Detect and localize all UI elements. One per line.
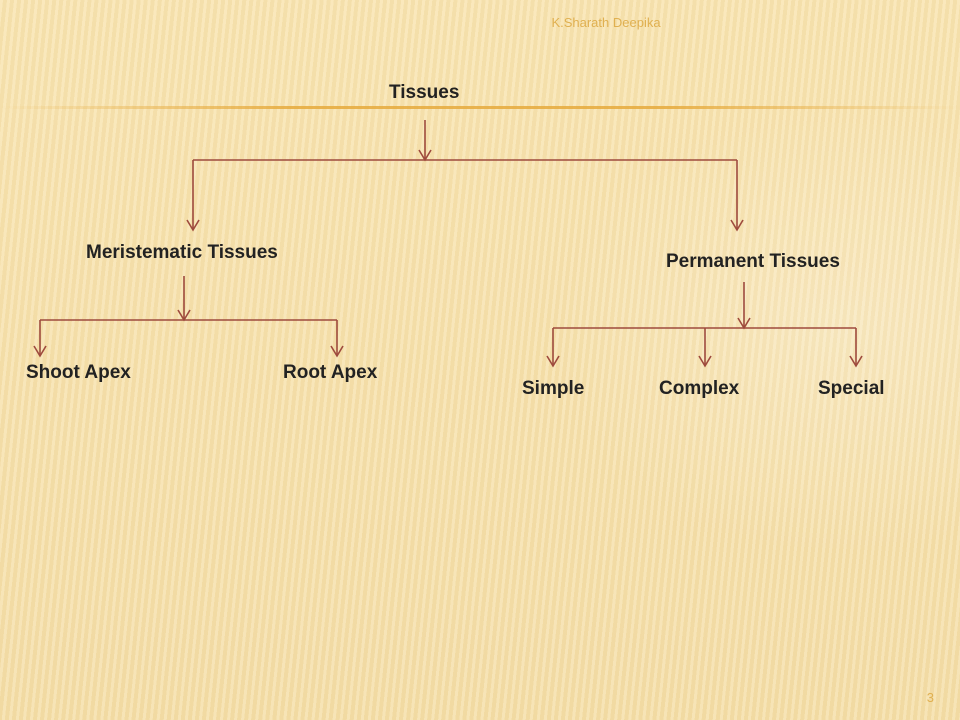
node-shoot-apex: Shoot Apex: [26, 362, 131, 383]
page-number: 3: [926, 690, 934, 705]
node-complex: Complex: [659, 378, 740, 399]
arrowhead-simple: [546, 355, 560, 368]
node-special: Special: [818, 378, 885, 399]
node-permanent-tissues: Permanent Tissues: [666, 251, 840, 272]
arrowhead-shoot: [33, 345, 47, 358]
node-simple: Simple: [522, 378, 585, 399]
arrowhead-complex: [698, 355, 712, 368]
arrowhead-perm: [730, 219, 744, 232]
node-tissues: Tissues: [389, 82, 460, 103]
author-name: K.Sharath Deepika: [551, 15, 661, 30]
arrowhead-meri: [186, 219, 200, 232]
arrowhead-special: [849, 355, 863, 368]
node-root-apex: Root Apex: [283, 362, 378, 383]
header-divider: [0, 106, 960, 109]
node-meristematic-tissues: Meristematic Tissues: [86, 242, 278, 263]
arrowhead-rootapex: [330, 345, 344, 358]
